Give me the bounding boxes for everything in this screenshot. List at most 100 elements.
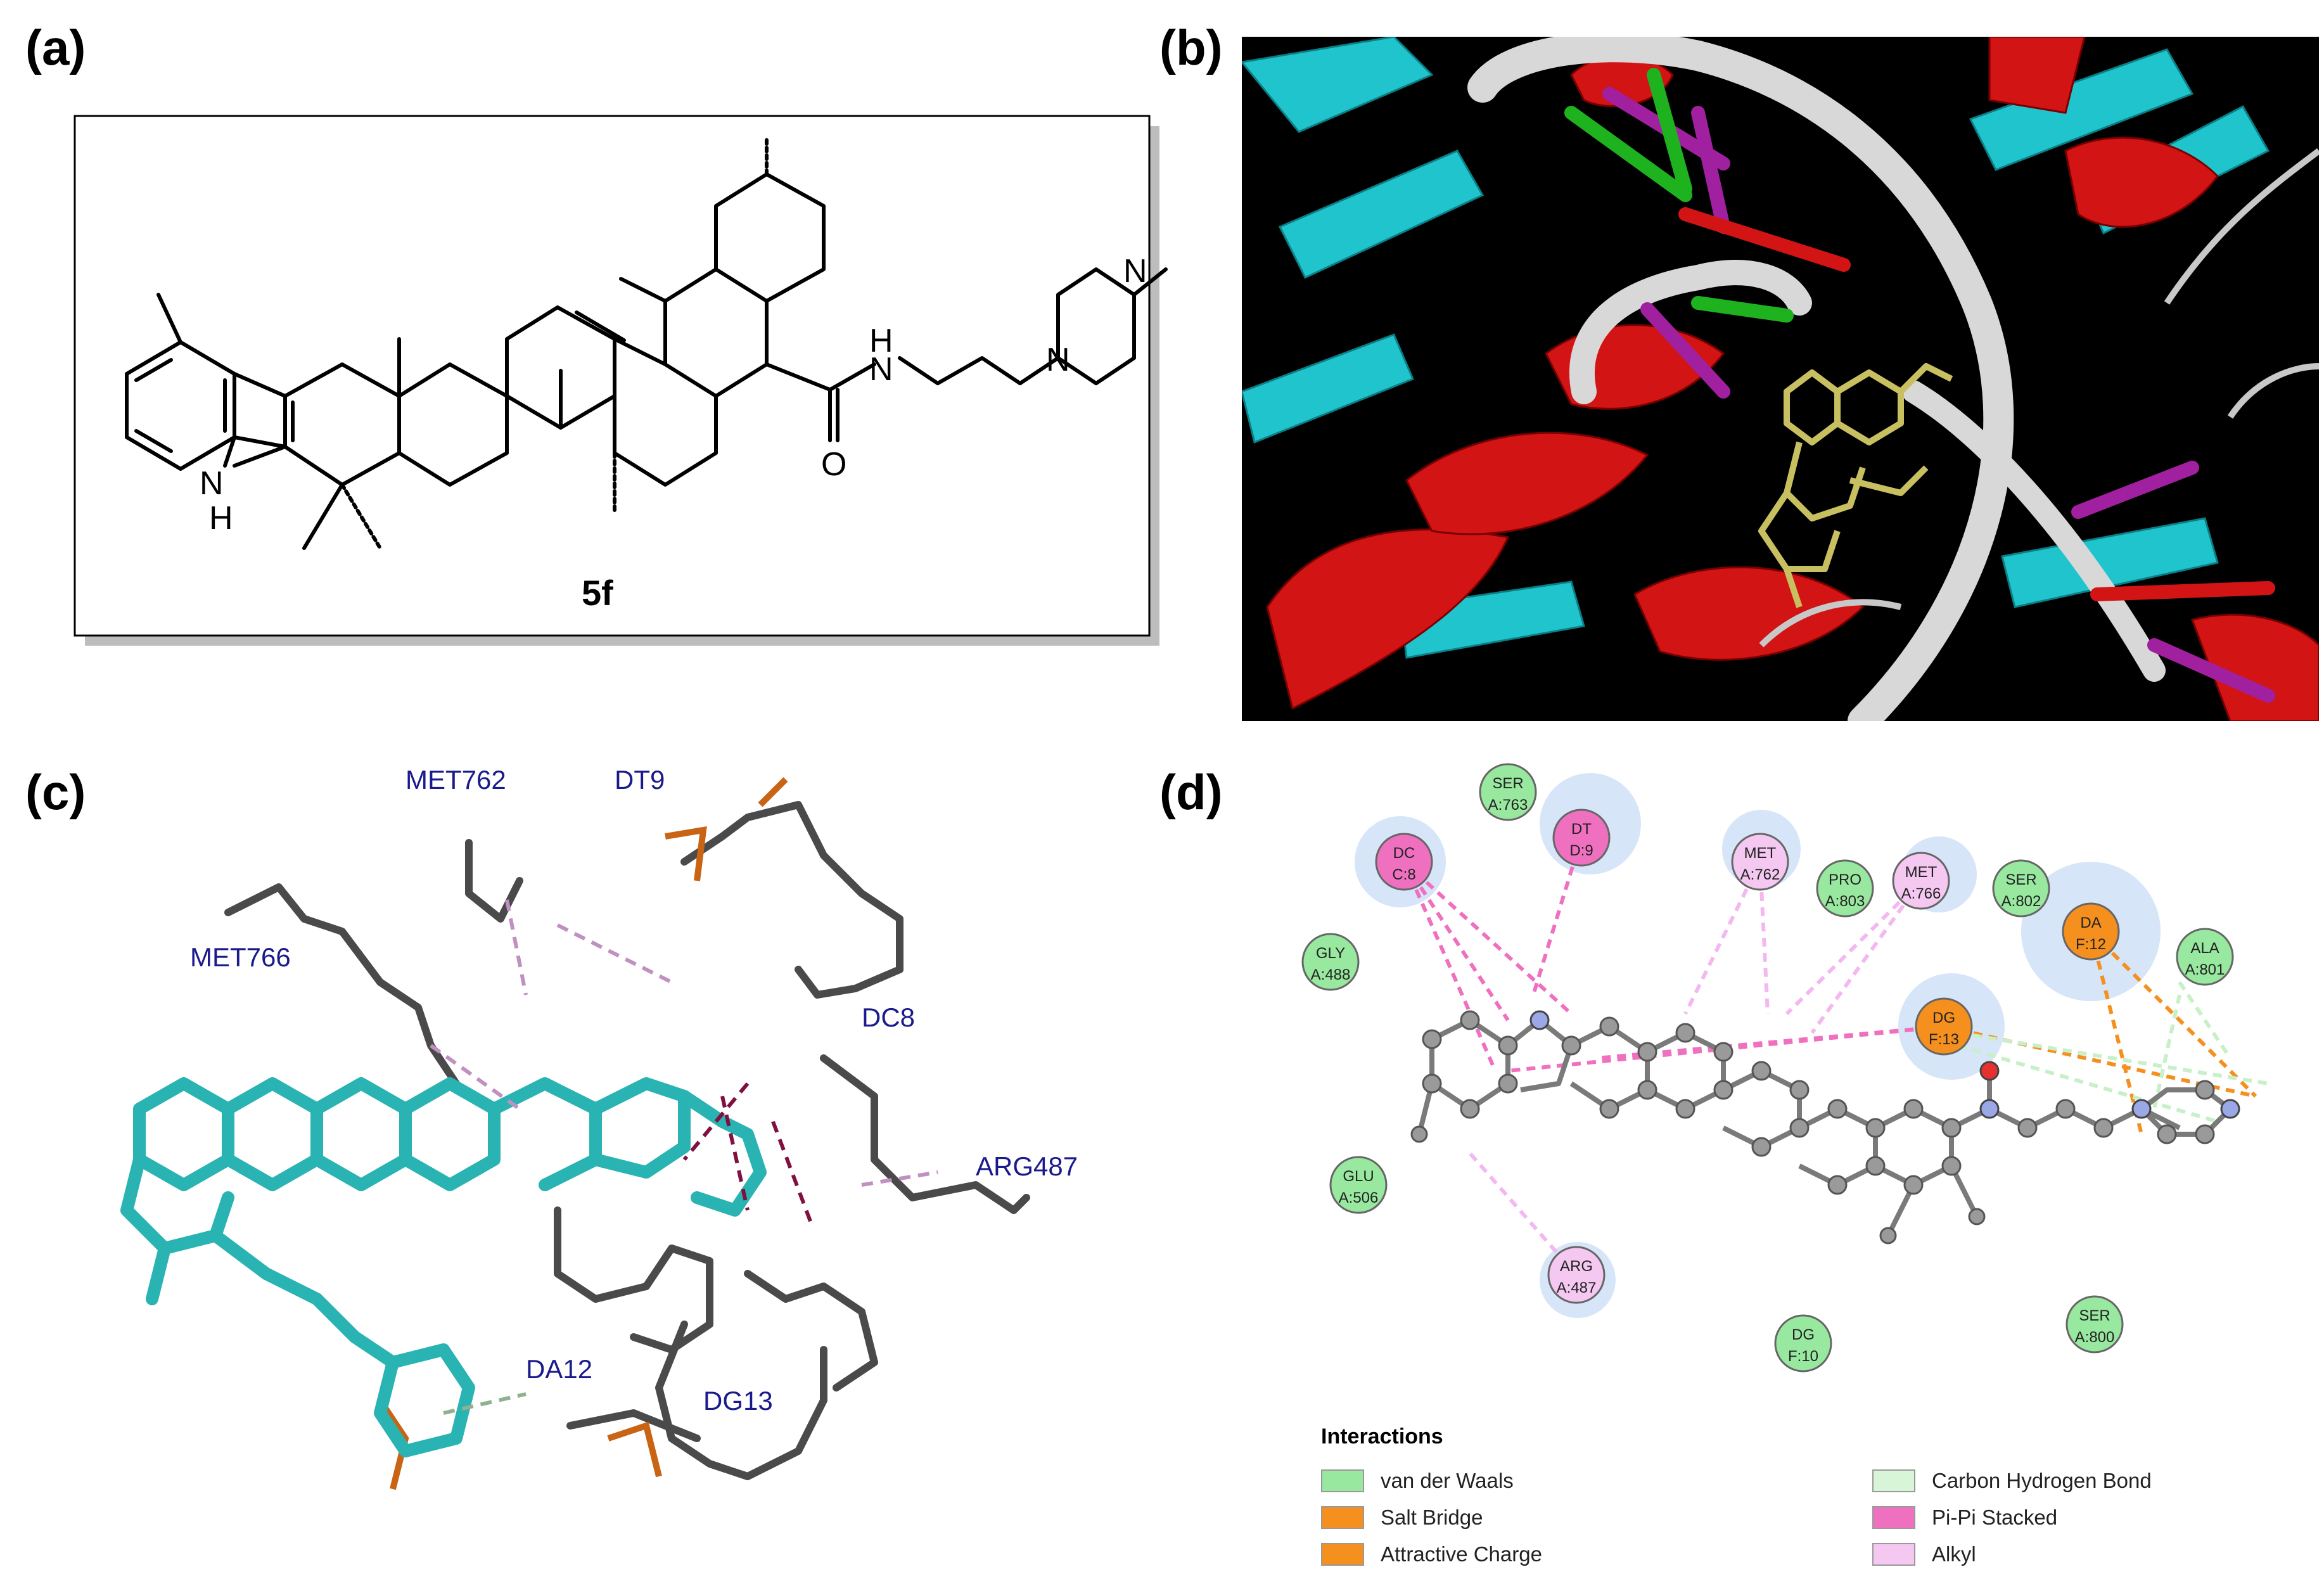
residue-name: GLY [1316, 945, 1345, 962]
residue-circle [1547, 1246, 1606, 1304]
atom-n-indole: N [200, 465, 224, 502]
legend-label-vdw: van der Waals [1381, 1469, 1514, 1492]
residue-name: MET [1744, 845, 1777, 862]
residue-label-met762: MET762 [405, 765, 506, 795]
residue-name: GLU [1343, 1168, 1374, 1185]
residue-circle [1915, 997, 1973, 1056]
skeletal-formula [125, 134, 1168, 550]
binding-pose: MET762 DT9 MET766 DC8 ARG487 DA12 DG13 [120, 765, 1078, 1490]
panel-label-d: (d) [1159, 764, 1223, 820]
residue-name: DC [1393, 845, 1415, 862]
atom-h-indole: H [209, 500, 233, 537]
legend-label-alkyl: Alkyl [1932, 1542, 1976, 1566]
panel-label-a: (a) [25, 20, 86, 75]
coils [1759, 148, 2319, 648]
residue-chain-position: F:10 [1788, 1348, 1818, 1365]
atom-n-amide: N [869, 351, 893, 388]
residue-dg13: DG F:13 [1915, 997, 1973, 1056]
legend-swatch-carbon-hydrogen-bond [1872, 1469, 1915, 1492]
residue-circle [2176, 928, 2234, 986]
legend-item-alkyl: Alkyl [1872, 1542, 1976, 1566]
legend-label-attractive-charge: Attractive Charge [1381, 1542, 1542, 1566]
legend-swatch-salt-bridge [1321, 1506, 1364, 1529]
residue-circle [1892, 852, 1950, 910]
residue-chain-position: A:766 [1901, 885, 1941, 902]
residue-circle [1774, 1314, 1832, 1372]
legend-label-salt-bridge: Salt Bridge [1381, 1506, 1483, 1529]
structure-box [73, 115, 1151, 637]
legend-label-carbon-hydrogen-bond: Carbon Hydrogen Bond [1932, 1469, 2152, 1492]
residue-name: SER [2005, 871, 2036, 888]
residue-ala801: ALA A:801 [2176, 928, 2234, 986]
residue-name: SER [2079, 1307, 2110, 1324]
residue-label-da12: DA12 [526, 1354, 592, 1384]
legend-item-salt-bridge: Salt Bridge [1321, 1506, 1483, 1530]
residue-dg10: DGF:10 [1774, 1314, 1832, 1372]
legend-swatch-vdw [1321, 1469, 1364, 1492]
residue-label-arg487: ARG487 [976, 1151, 1078, 1181]
residue-name: ALA [2190, 940, 2219, 957]
protein-dna-render [1242, 37, 2319, 721]
residue-chain-position: A:803 [1825, 893, 1865, 910]
docked-ligand [1758, 363, 1953, 608]
residue-name: SER [1492, 775, 1523, 792]
dna-bases [1564, 68, 2275, 703]
residue-chain-position: A:762 [1740, 866, 1780, 883]
legend-item-pi-pi-stacked: Pi-Pi Stacked [1872, 1506, 2057, 1530]
legend-swatch-alkyl [1872, 1543, 1915, 1566]
residue-pro803: PRO A:803 [1816, 859, 1874, 918]
residue-chain-position: A:800 [2075, 1329, 2115, 1346]
residue-chain-position: F:12 [2076, 936, 2106, 953]
residue-gly488: GLY A:488 [1301, 933, 1360, 991]
legend-title: Interactions [1321, 1424, 1443, 1449]
residue-chain-position: A:488 [1311, 966, 1351, 983]
panel-label-b: (b) [1159, 20, 1223, 75]
legend-swatch-attractive-charge [1321, 1543, 1364, 1566]
residue-ser800: SER A:800 [2065, 1295, 2124, 1353]
structure-panel: N H H N O N N 5f [73, 115, 1168, 646]
residue-chain-position: A:487 [1557, 1279, 1597, 1296]
residue-ser763: SER A:763 [1479, 763, 1537, 821]
atom-o-carbonyl: O [821, 446, 846, 483]
residue-circle [1375, 833, 1433, 891]
residue-label-met766: MET766 [190, 942, 291, 972]
residue-circle [1816, 859, 1874, 918]
legend-swatch-pi-pi-stacked [1872, 1506, 1915, 1529]
residue-name: PRO [1829, 871, 1861, 888]
ligand-heteroatoms [1529, 1010, 2240, 1119]
residue-name: DG [1932, 1009, 1955, 1027]
residue-chain-position: A:801 [2185, 961, 2225, 978]
residue-name: ARG [1560, 1258, 1593, 1275]
residue-circle [1731, 833, 1789, 891]
residue-label-dg13: DG13 [703, 1386, 773, 1416]
residue-circle [1479, 763, 1537, 821]
dna-phosphates [377, 777, 788, 1490]
residue-circle [1329, 1156, 1388, 1214]
atom-h-amide: H [869, 323, 893, 359]
legend-item-vdw: van der Waals [1321, 1469, 1514, 1493]
residue-circle [2065, 1295, 2124, 1353]
residue-circle [1301, 933, 1360, 991]
legend-label-pi-pi-stacked: Pi-Pi Stacked [1932, 1506, 2058, 1529]
residue-da12: DA F:12 [2062, 902, 2120, 961]
atom-n-piperazine-2: N [1123, 253, 1147, 290]
residue-labels: MET762 DT9 MET766 DC8 ARG487 DA12 DG13 [190, 765, 1078, 1416]
legend-item-carbon-hydrogen-bond: Carbon Hydrogen Bond [1872, 1469, 2152, 1493]
residue-name: DT [1571, 821, 1592, 838]
ligand-atoms [1410, 1010, 2215, 1244]
legend-item-attractive-charge: Attractive Charge [1321, 1542, 1542, 1566]
residue-chain-position: D:9 [1569, 842, 1593, 859]
residue-circle [1992, 859, 2050, 918]
residue-dt9: DT D:9 [1552, 809, 1611, 867]
panel-label-c: (c) [25, 764, 86, 820]
residue-name: MET [1905, 864, 1938, 881]
interaction-dashes [430, 899, 938, 1415]
residue-met766: MET A:766 [1892, 852, 1950, 910]
residue-chain-position: C:8 [1392, 866, 1415, 883]
atom-labels: N H H N O N N [200, 253, 1147, 537]
residue-chain-position: F:13 [1929, 1031, 1959, 1048]
residue-chain-position: A:763 [1488, 796, 1528, 814]
residue-name: DA [2080, 914, 2101, 931]
